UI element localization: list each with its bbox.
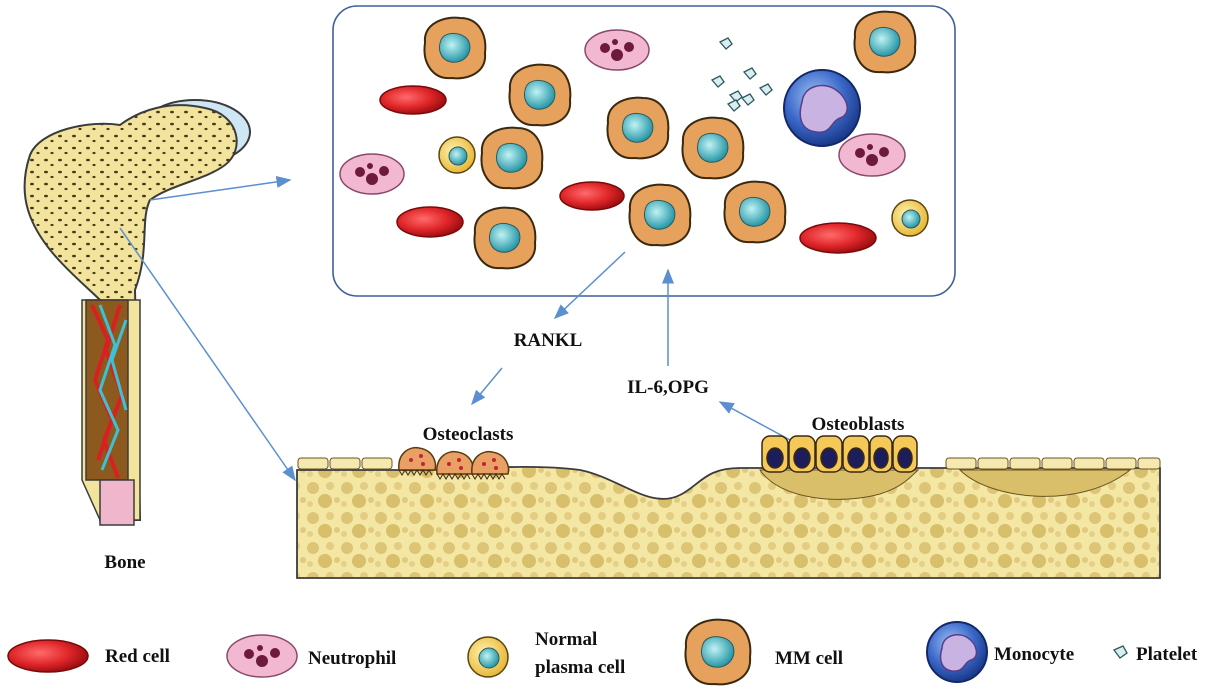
platelet-icon: [740, 93, 755, 106]
legend-platelet-label: Platelet: [1136, 644, 1198, 665]
red-cells: [379, 85, 877, 254]
il6-opg-label: IL-6,OPG: [627, 377, 709, 398]
legend: Red cell Neutrophil Normal plasma cell M…: [7, 618, 1198, 686]
legend-mm-cell-icon: [684, 618, 752, 686]
osteoblast-cells: [761, 435, 918, 473]
arrow-bone-to-marrow: [149, 175, 292, 201]
red-cell-icon: [396, 206, 464, 238]
monocyte-icon: [783, 69, 861, 147]
arrow-osteoblasts-to-il6: [718, 401, 791, 441]
osteoclasts-label: Osteoclasts: [423, 424, 514, 445]
arrow-marrow-to-rankl: [553, 251, 626, 320]
rankl-label: RANKL: [514, 330, 583, 351]
arrow-rankl-to-osteoclasts: [471, 367, 503, 406]
red-cell-icon: [379, 85, 447, 115]
legend-platelet-icon: [1112, 645, 1128, 659]
legend-monocyte-icon: [926, 621, 988, 683]
neutrophil-icon: [339, 153, 405, 195]
osteoclast-cells: [398, 446, 510, 480]
neutrophils: [339, 29, 906, 195]
platelet-icon: [710, 75, 725, 88]
platelet-icon: [718, 37, 733, 50]
mm-cell-icon: [480, 126, 544, 190]
plasma-cell-icon: [891, 199, 929, 237]
mm-cell-icon: [853, 10, 917, 74]
bone-surface: [296, 435, 1161, 579]
legend-red-cell-label: Red cell: [105, 646, 170, 667]
neutrophil-icon: [838, 133, 906, 177]
red-cell-icon: [799, 222, 877, 254]
mm-cell-icon: [723, 180, 787, 244]
mm-cell-icon: [681, 116, 745, 180]
platelet-icon: [726, 99, 741, 112]
mm-cell-icon: [606, 96, 670, 160]
neutrophil-icon: [584, 29, 650, 71]
mm-cell-icon: [508, 63, 572, 127]
legend-red-cell-icon: [7, 639, 89, 673]
legend-monocyte-label: Monocyte: [994, 644, 1074, 665]
femur-illustration: [23, 99, 251, 526]
mm-cell-icon: [628, 183, 692, 247]
mm-cell-icon: [473, 206, 537, 270]
platelet-icon: [728, 90, 743, 103]
platelet-icon: [742, 67, 757, 80]
mm-cell-icon: [423, 16, 487, 80]
mm-cells: [423, 10, 917, 270]
plasma-cells: [438, 136, 929, 237]
legend-neutrophil-icon: [226, 634, 298, 678]
osteoblasts-label: Osteoblasts: [812, 414, 905, 435]
platelet-icon: [758, 83, 773, 96]
legend-plasma-cell-label-line2: plasma cell: [535, 657, 625, 678]
legend-plasma-cell-label-line1: Normal: [535, 629, 597, 650]
bone-label: Bone: [104, 552, 145, 573]
legend-mm-cell-label: MM cell: [775, 648, 843, 669]
legend-plasma-cell-icon: [467, 636, 509, 678]
red-cell-icon: [559, 181, 625, 211]
platelets: [710, 37, 773, 112]
bone-vessel: [99, 479, 135, 526]
plasma-cell-icon: [438, 136, 476, 174]
legend-neutrophil-label: Neutrophil: [308, 648, 396, 669]
arrow-bone-to-surface: [119, 227, 296, 482]
